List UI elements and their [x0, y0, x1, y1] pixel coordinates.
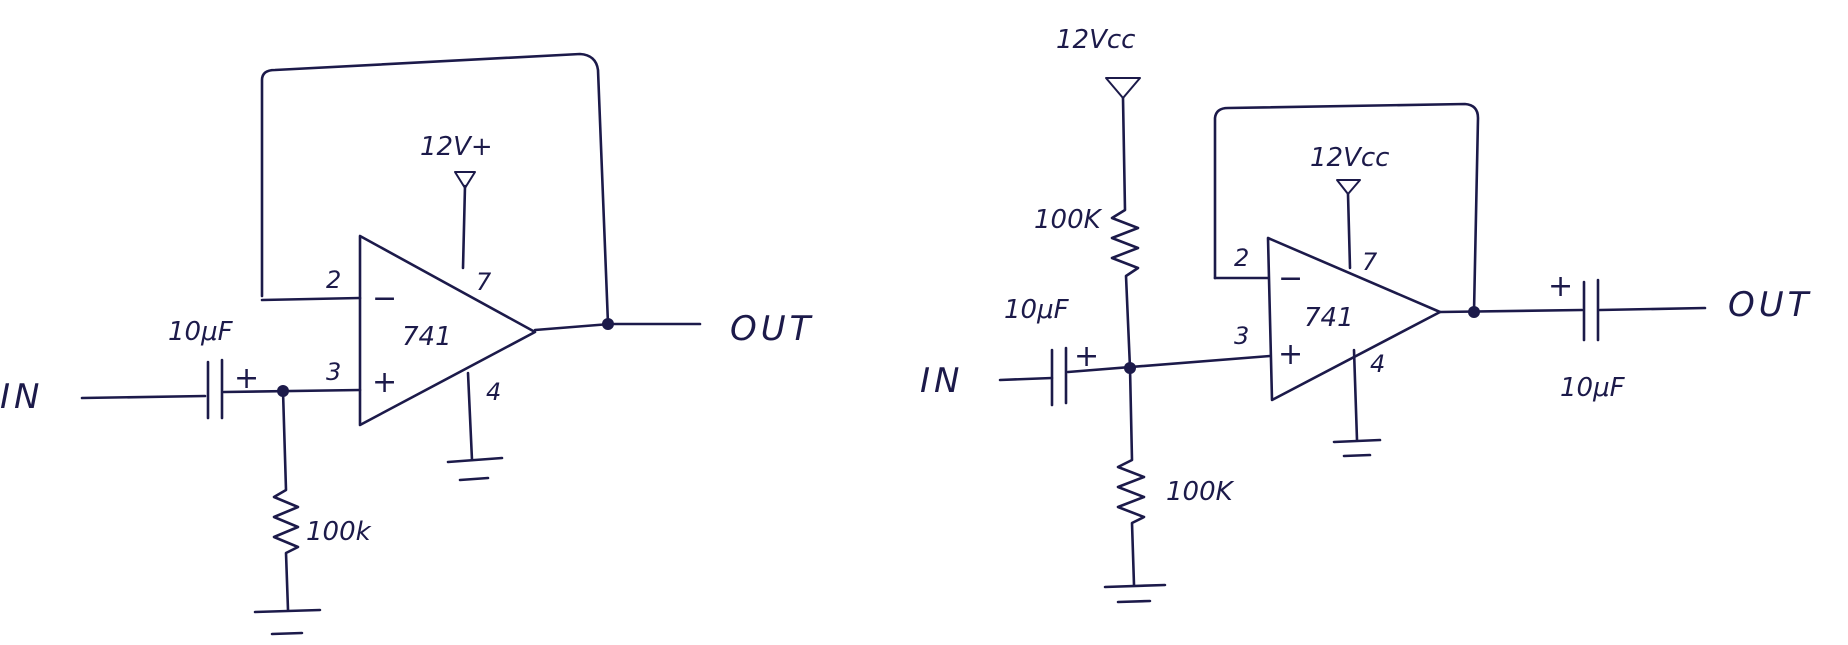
right-minus-sign: −: [1278, 261, 1303, 296]
left-plus-sign: +: [372, 365, 397, 400]
left-cap-to-plus-wire: [222, 388, 362, 394]
left-pin-gnd: 4: [486, 378, 501, 406]
right-output-capacitor: [1582, 278, 1600, 342]
right-vcc-wire: [1346, 192, 1352, 270]
left-vcc-wire: [461, 184, 467, 270]
right-ground-symbol-opamp: [1332, 438, 1382, 458]
right-input-label: IN: [920, 361, 963, 401]
right-output-label: OUT: [1728, 285, 1812, 325]
right-output-cap-polarity: +: [1548, 269, 1573, 304]
right-top-resistor-label: 100K: [1034, 205, 1103, 235]
left-supply-label: 12V+: [420, 132, 493, 162]
right-top-bias-resistor: [1110, 96, 1140, 370]
left-inverting-input-wire: [260, 296, 362, 302]
right-pin-gnd: 4: [1370, 350, 1385, 378]
left-input-label: IN: [0, 377, 43, 417]
right-input-cap-label: 10μF: [1004, 295, 1070, 325]
right-bias-supply-arrow-icon: [1105, 77, 1141, 99]
left-ground-resistor: [272, 389, 300, 612]
right-opamp-triangle: [1266, 236, 1442, 402]
right-circuit: 12Vcc 12Vcc 100K 100K 10μF + 10μF + IN O…: [920, 25, 1812, 604]
left-circuit: IN OUT 10μF + 100k 741 12V+ 2 3 7 4 − +: [0, 52, 814, 636]
right-pin-inv: 2: [1234, 244, 1249, 272]
right-output-cap-label: 10μF: [1560, 373, 1626, 403]
left-cap-label: 10μF: [168, 317, 234, 347]
right-gnd-wire: [1352, 348, 1359, 442]
right-input-capacitor: [1050, 346, 1068, 407]
left-input-wire: [80, 394, 207, 400]
left-input-capacitor: [206, 358, 224, 420]
left-output-label: OUT: [730, 309, 814, 349]
left-minus-sign: −: [372, 281, 397, 316]
right-vcc-arrow-icon: [1336, 179, 1361, 195]
right-pin-vcc: 7: [1362, 248, 1378, 276]
right-cap-to-plus-wire: [1066, 354, 1272, 374]
left-opamp-label: 741: [402, 322, 452, 352]
right-output-wire: [1438, 308, 1584, 314]
right-opamp-label: 741: [1304, 303, 1354, 333]
right-junction-dot: [1124, 362, 1136, 374]
left-vcc-arrow-icon: [454, 171, 476, 189]
right-bottom-bias-resistor: [1116, 366, 1146, 587]
left-ground-symbol-opamp: [446, 456, 504, 482]
right-ground-symbol-bottom: [1103, 583, 1167, 604]
left-opamp-triangle: [358, 234, 537, 427]
right-pin-noninv: 3: [1234, 322, 1249, 350]
left-cap-polarity: +: [234, 361, 259, 396]
right-input-wire: [998, 376, 1054, 382]
left-pin-inv: 2: [326, 266, 341, 294]
right-supply-top-label: 12Vcc: [1056, 25, 1135, 55]
right-supply-opamp-label: 12Vcc: [1310, 143, 1389, 173]
right-feedback-loop: [1213, 102, 1480, 314]
left-pin-noninv: 3: [326, 358, 341, 386]
left-gnd-wire: [466, 371, 474, 462]
left-output-wire: [533, 322, 702, 332]
left-pin-vcc: 7: [476, 268, 492, 296]
right-output-line: [1598, 306, 1707, 312]
right-output-junction-dot: [1468, 306, 1480, 318]
left-feedback-loop: [260, 52, 610, 326]
left-ground-symbol-bottom: [253, 608, 322, 636]
left-resistor-label: 100k: [306, 517, 372, 547]
right-plus-sign: +: [1278, 337, 1303, 372]
right-input-cap-polarity: +: [1074, 339, 1099, 374]
right-bottom-resistor-label: 100K: [1166, 477, 1235, 507]
left-output-junction-dot: [602, 318, 614, 330]
